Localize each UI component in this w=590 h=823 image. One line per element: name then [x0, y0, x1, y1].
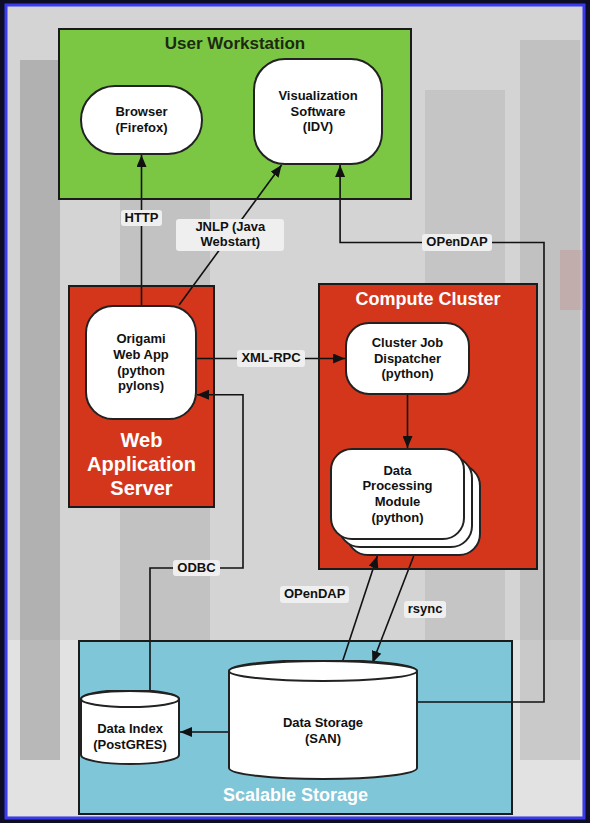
connector [340, 165, 544, 702]
connector-label: ODBC [173, 560, 219, 577]
connector [150, 395, 243, 692]
region-heading: User Workstation [165, 34, 305, 54]
region-fill [318, 283, 538, 570]
process-box: Cluster Job Dispatcher (python) [345, 322, 470, 395]
region-heading: Compute Cluster [355, 289, 500, 311]
box-label: Browser (Firefox) [97, 104, 187, 135]
cylinder-top [81, 691, 179, 707]
system-region: Scalable Storage Data Index (PostGRES) Dat… [78, 640, 513, 815]
box-label: Data Processing Module (python) [359, 463, 437, 525]
system-region: Compute ClusterCluster Job Dispatcher (p… [318, 283, 538, 570]
connector [342, 556, 377, 663]
database-cylinder: Data Storage (SAN) [228, 660, 418, 780]
region-heading: Scalable Storage [223, 785, 368, 807]
connector-label: JNLP (Java Webstart) [176, 219, 284, 251]
database-cylinder: Data Index (PostGRES) [80, 690, 180, 765]
process-box: Data Processing Module (python) [330, 448, 465, 540]
box-label: Origami Web App (python pylons) [109, 331, 173, 393]
connector-label: OPenDAP [422, 234, 491, 251]
connector-label: HTTP [121, 210, 163, 227]
box-label: Visualization Software (IDV) [277, 88, 359, 135]
connector [180, 731, 228, 733]
region-fill [68, 285, 215, 508]
region-fill [78, 640, 513, 815]
server-rack [20, 60, 60, 760]
process-box: Origami Web App (python pylons) [85, 305, 197, 420]
box-label: Cluster Job Dispatcher (python) [369, 335, 447, 382]
inner-frame [6, 5, 584, 818]
cylinder-top [229, 661, 417, 681]
connector [141, 155, 143, 305]
cylinder-body [81, 690, 179, 764]
process-box: Browser (Firefox) [80, 85, 203, 155]
process-box: Visualization Software (IDV) [253, 58, 383, 165]
connector-label: XML-RPC [237, 350, 304, 367]
system-region: User WorkstationBrowser (Firefox) Visuali… [58, 28, 412, 200]
cylinder-body [229, 660, 417, 779]
system-region: Web Application Server Origami Web App (p… [68, 285, 215, 508]
region-fill [58, 28, 412, 200]
box-label: Data Storage (SAN) [277, 715, 369, 746]
region-heading: Web Application Server [74, 428, 209, 500]
connector [407, 395, 409, 448]
rack-light [560, 250, 582, 310]
connector-label: rsync [404, 601, 447, 618]
box-label: Data Index (PostGRES) [88, 721, 172, 752]
floor [8, 640, 582, 816]
connector-label: OPenDAP [280, 586, 349, 603]
